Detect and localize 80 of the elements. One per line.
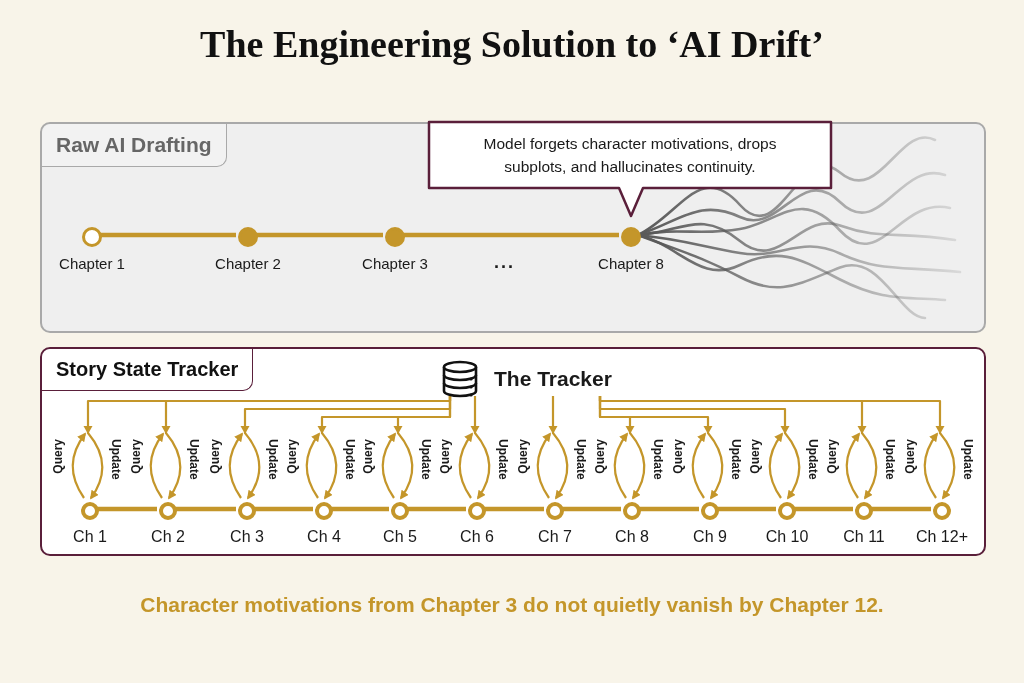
connector-line bbox=[407, 506, 466, 512]
arrow bbox=[845, 432, 860, 499]
arrow bbox=[228, 432, 243, 499]
connector-line bbox=[254, 506, 313, 512]
arrow bbox=[613, 432, 628, 499]
ellipsis: ... bbox=[494, 252, 515, 273]
chapter-label: Ch 4 bbox=[307, 528, 341, 546]
chapter-label: Ch 9 bbox=[693, 528, 727, 546]
edge-label: Query bbox=[52, 438, 65, 475]
edge-label: Query bbox=[826, 438, 839, 475]
edge-label: Update bbox=[266, 438, 279, 481]
chapter-label: Ch 11 bbox=[843, 528, 885, 546]
speech-bubble bbox=[425, 118, 835, 218]
chapter-label: Ch 7 bbox=[538, 528, 572, 546]
arrow bbox=[598, 396, 956, 500]
node-title: The Tracker bbox=[494, 367, 612, 391]
chapter-label: Chapter 1 bbox=[59, 255, 125, 272]
chapter-label: Ch 6 bbox=[460, 528, 494, 546]
connector-line bbox=[871, 506, 931, 512]
edge-label: Update bbox=[729, 438, 742, 481]
edge-label: Update bbox=[419, 438, 432, 481]
panel-title: Story State Tracker bbox=[42, 349, 254, 391]
arrow bbox=[305, 432, 320, 499]
chapter-label: Ch 1 bbox=[73, 528, 107, 546]
arrow bbox=[458, 432, 473, 499]
edge-label: Update bbox=[806, 438, 819, 481]
panel bbox=[40, 122, 986, 333]
chapter-label: Ch 3 bbox=[230, 528, 264, 546]
arrow bbox=[923, 432, 938, 499]
connector-line bbox=[562, 506, 621, 512]
edge-label: Query bbox=[362, 438, 375, 475]
connector-line bbox=[639, 506, 699, 512]
connector-line bbox=[794, 506, 853, 512]
caption: Character motivations from Chapter 3 do not quietly vanish by Chapter 12. bbox=[139, 593, 885, 617]
chapter-label: Ch 2 bbox=[151, 528, 185, 546]
connector-line bbox=[97, 506, 157, 512]
edge-label: Query bbox=[286, 438, 299, 475]
chapter-label: Chapter 2 bbox=[215, 255, 281, 272]
edge-label: Query bbox=[594, 438, 607, 475]
connector-line bbox=[175, 506, 236, 512]
edge-label: Query bbox=[904, 438, 917, 475]
panel-title: Raw AI Drafting bbox=[42, 124, 227, 167]
chapter-label: Chapter 3 bbox=[362, 255, 428, 272]
chapter-label: Chapter 8 bbox=[598, 255, 664, 272]
edge-label: Query bbox=[130, 438, 143, 475]
edge-label: Query bbox=[517, 438, 530, 475]
chapter-label: Ch 8 bbox=[615, 528, 649, 546]
arrow bbox=[548, 396, 569, 500]
edge-label: Update bbox=[343, 438, 356, 481]
connector-line bbox=[717, 506, 776, 512]
title: The Engineering Solution to ‘AI Drift’ bbox=[199, 22, 825, 66]
chapter-label: Ch 5 bbox=[383, 528, 417, 546]
edge-label: Update bbox=[883, 438, 896, 481]
edge-label: Query bbox=[749, 438, 762, 475]
arrow bbox=[149, 432, 164, 499]
arrow bbox=[768, 432, 783, 499]
panel bbox=[40, 347, 986, 556]
arrow bbox=[381, 432, 396, 499]
chapter-label: Ch 10 bbox=[765, 528, 809, 546]
connector-line bbox=[331, 506, 389, 512]
edge-label: Query bbox=[672, 438, 685, 475]
connector-line bbox=[256, 232, 383, 238]
edge-label: Query bbox=[209, 438, 222, 475]
edge-label: Update bbox=[651, 438, 664, 481]
chapter-label: Ch 12+ bbox=[915, 528, 968, 546]
connector-line bbox=[484, 506, 544, 512]
connector-line bbox=[403, 232, 619, 238]
edge-label: Update bbox=[961, 438, 974, 481]
edge-label: Query bbox=[439, 438, 452, 475]
arrow bbox=[536, 432, 551, 499]
arrow bbox=[71, 432, 86, 499]
edge-label: Update bbox=[187, 438, 200, 481]
arrow bbox=[393, 396, 452, 500]
connector-line bbox=[100, 232, 236, 238]
arrow bbox=[470, 396, 491, 500]
edge-label: Update bbox=[109, 438, 122, 481]
arrow bbox=[691, 432, 706, 499]
edge-label: Update bbox=[496, 438, 509, 481]
edge-label: Update bbox=[574, 438, 587, 481]
callout-text: Model forgets character motivations, drops subplots, and hallucinates continuity. bbox=[482, 134, 778, 177]
